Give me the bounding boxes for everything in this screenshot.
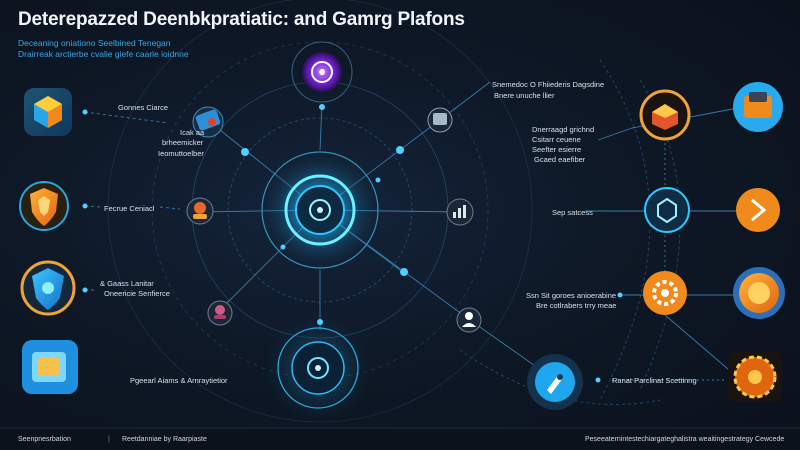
connector-lines [84, 81, 739, 381]
gamepad-shield-icon[interactable] [20, 260, 76, 316]
game-map-icon[interactable] [192, 106, 224, 138]
eye-icon[interactable] [277, 327, 359, 409]
gold-coin-icon[interactable] [733, 267, 785, 319]
gear-icon[interactable] [643, 271, 687, 315]
cube-3d-icon[interactable] [22, 340, 78, 394]
box-icon[interactable] [733, 82, 783, 132]
label-right-stack-4: Gcaed eaefiber [534, 155, 586, 164]
label-right-mid: Sep satcess [552, 208, 593, 217]
label-right-stack-3: Seefter esierre [532, 145, 582, 154]
orbit-dots [82, 104, 623, 383]
label-right-bottom: Ranat Parclinat Scettinng [612, 376, 697, 385]
orange-cube-icon[interactable] [639, 89, 691, 141]
shield-icon[interactable] [19, 181, 69, 231]
footer-left-1: Seenpnesrbation [18, 436, 71, 443]
profile-node-icon[interactable] [456, 307, 482, 333]
footer-right: Peseeaternintestechiargateghalistra weai… [585, 436, 785, 443]
chip-icon[interactable] [427, 107, 453, 133]
subtitle-line-2: Drairreak arctierbe cvalie giefe caarle … [18, 49, 189, 59]
subtitle-line-1: Deceaning oniationo Seelbined Tenegan [18, 38, 171, 48]
label-right-stack-1: Dnerraagd grichnd [532, 125, 595, 134]
label-right-low-1: Ssn Sit goroes anioerabine [526, 291, 617, 300]
label-left-top: Gonnes Ciarce [118, 103, 169, 112]
rocket-icon[interactable] [527, 354, 583, 410]
label-left-low-2: Oneericie Senfierce [104, 289, 170, 298]
label-right-low-2: Bre cotlrabers trry meae [536, 301, 617, 310]
label-node-note-2: brheemicker [162, 138, 204, 147]
chart-icon[interactable] [446, 198, 474, 226]
crypto-node-icon[interactable] [291, 41, 353, 103]
gear-orange-icon[interactable] [728, 352, 782, 402]
label-right-top-1: Snemedoc O Fhiiederis Dagsdine [492, 80, 605, 89]
hexagon-cube-icon[interactable] [24, 88, 72, 136]
page-title: Deterepazzed Deenbkpratiatic: and Gamrg … [18, 9, 465, 30]
label-left-mid: Fecrue Ceniacl [104, 204, 155, 213]
orange-arrow-icon[interactable] [736, 188, 780, 232]
footer-bar [0, 428, 800, 450]
label-bottom-center: Pgeearl Aiams & Arnraytietior [130, 376, 228, 385]
label-left-low-1: & Gaass Lanitar [100, 279, 154, 288]
label-node-note-1: Icak aa [180, 128, 205, 137]
label-right-stack-2: Csitarr ceuene [532, 135, 581, 144]
footer-divider: | [108, 436, 110, 443]
network-target-icon[interactable] [284, 174, 356, 246]
hex-node-icon[interactable] [644, 187, 690, 233]
label-node-note-3: Ieomuttoelber [158, 149, 204, 158]
blockchain-icon[interactable] [207, 300, 233, 326]
user-token-icon[interactable] [186, 197, 214, 225]
footer-left-2: Reetdanniae by Raarpiaste [122, 436, 207, 443]
label-right-top-2: Bnere unuche llier [494, 91, 555, 100]
